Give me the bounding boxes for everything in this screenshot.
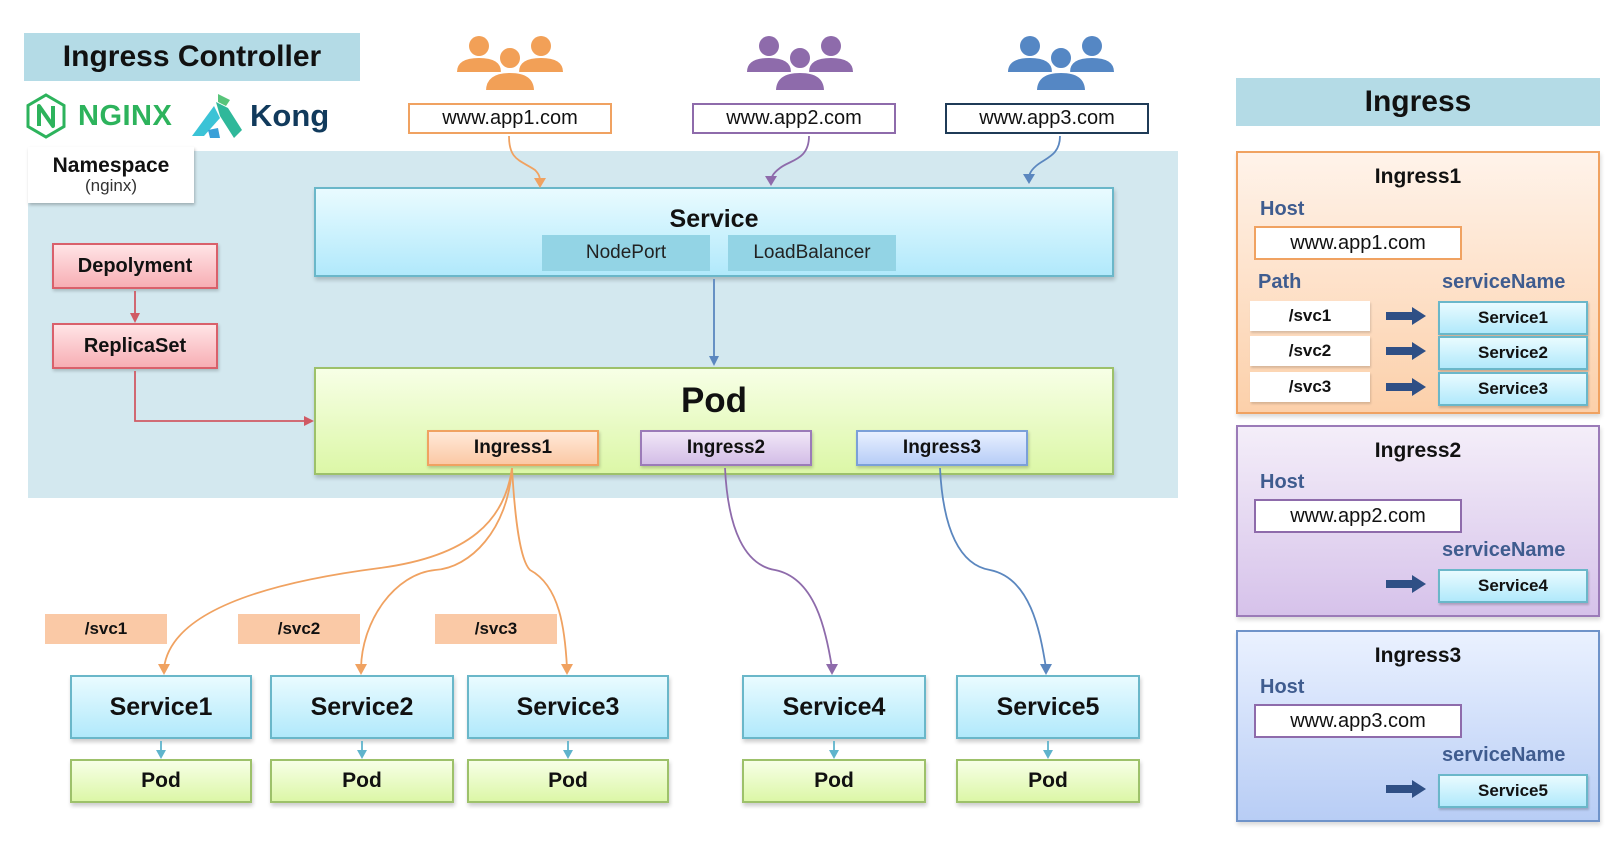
nginx-logo-icon [26, 93, 66, 139]
arrowhead-svc3 [561, 664, 573, 675]
kong-logo: Kong [190, 92, 329, 140]
host-url-app3: www.app3.com [945, 103, 1149, 134]
ingress-panel-title: Ingress [1236, 78, 1600, 126]
host-url-app1: www.app1.com [408, 103, 612, 134]
rule-path: /svc1 [1250, 301, 1370, 331]
arrowhead-svc5 [1040, 664, 1052, 675]
service-type-loadbalancer: LoadBalancer [728, 235, 896, 271]
service5-box: Service5 [956, 675, 1140, 739]
pod1-box: Pod [70, 759, 252, 803]
service-title: Service [669, 205, 759, 233]
users-group-icon [457, 36, 563, 92]
service-box: Service [314, 187, 1114, 277]
mapping-arrow-icon [1386, 378, 1426, 396]
rule-service: Service2 [1438, 336, 1588, 370]
mapping-arrow-icon [1386, 780, 1426, 798]
path-label-svc1: /svc1 [45, 614, 167, 644]
ingress3-chip: Ingress3 [856, 430, 1028, 466]
host-value: www.app1.com [1254, 226, 1462, 260]
service-name-label: serviceName [1442, 744, 1566, 766]
mapping-arrow-icon [1386, 575, 1426, 593]
service1-box: Service1 [70, 675, 252, 739]
path-label-svc3: /svc3 [435, 614, 557, 644]
route-ingress2-svc4 [724, 467, 833, 669]
rule-path: /svc2 [1250, 336, 1370, 366]
card-title: Ingress2 [1374, 439, 1462, 462]
host-url-app2: www.app2.com [692, 103, 896, 134]
rule-path: /svc3 [1250, 372, 1370, 402]
rule-service: Service1 [1438, 301, 1588, 335]
rule-service: Service5 [1438, 774, 1588, 808]
pod3-box: Pod [467, 759, 669, 803]
path-label: Path [1258, 271, 1302, 293]
ingress1-card: Ingress1 Host www.app1.com Path serviceN… [1236, 151, 1600, 414]
service4-box: Service4 [742, 675, 926, 739]
service-name-label: serviceName [1442, 271, 1566, 293]
namespace-title: Namespace [52, 154, 170, 178]
service-name-label: serviceName [1442, 539, 1566, 561]
users-group-icon [1008, 36, 1114, 92]
mapping-arrow-icon [1386, 342, 1426, 360]
card-title: Ingress1 [1374, 165, 1462, 188]
users-group-icon [747, 36, 853, 92]
arrowhead-svc1 [158, 664, 170, 675]
pod-title: Pod [680, 381, 748, 420]
kong-logo-icon [192, 94, 242, 138]
path-label-svc2: /svc2 [238, 614, 360, 644]
replicaset-box: ReplicaSet [52, 323, 218, 369]
pod2-box: Pod [270, 759, 454, 803]
host-label: Host [1260, 198, 1305, 220]
arrowhead-service4-pod [829, 750, 839, 759]
ingress3-card: Ingress3 Host www.app3.com serviceName S… [1236, 630, 1600, 822]
service2-box: Service2 [270, 675, 454, 739]
arrowhead-service1-pod [156, 750, 166, 759]
arrowhead-service5-pod [1043, 750, 1053, 759]
host-value: www.app2.com [1254, 499, 1462, 533]
service-type-nodeport: NodePort [542, 235, 710, 271]
card-title: Ingress3 [1374, 644, 1462, 667]
kong-logo-text: Kong [250, 98, 330, 133]
ingress1-chip: Ingress1 [427, 430, 599, 466]
nginx-logo: NGINX [24, 93, 173, 139]
arrowhead-svc2 [355, 664, 367, 675]
deployment-box: Depolyment [52, 243, 218, 289]
namespace-label: Namespace (nginx) [28, 147, 194, 203]
host-value: www.app3.com [1254, 704, 1462, 738]
arrowhead-service2-pod [357, 750, 367, 759]
rule-service: Service4 [1438, 569, 1588, 603]
arrowhead-service3-pod [563, 750, 573, 759]
namespace-name: (nginx) [85, 176, 137, 196]
ingress-controller-title: Ingress Controller [24, 33, 360, 81]
ingress2-card: Ingress2 Host www.app2.com serviceName S… [1236, 425, 1600, 617]
service3-box: Service3 [467, 675, 669, 739]
arrowhead-svc4 [826, 664, 838, 675]
pod4-box: Pod [742, 759, 926, 803]
mapping-arrow-icon [1386, 307, 1426, 325]
ingress2-chip: Ingress2 [640, 430, 812, 466]
nginx-logo-text: NGINX [78, 99, 173, 132]
rule-service: Service3 [1438, 372, 1588, 406]
host-label: Host [1260, 471, 1305, 493]
host-label: Host [1260, 676, 1305, 698]
route-ingress3-svc5 [939, 467, 1047, 669]
pod5-box: Pod [956, 759, 1140, 803]
